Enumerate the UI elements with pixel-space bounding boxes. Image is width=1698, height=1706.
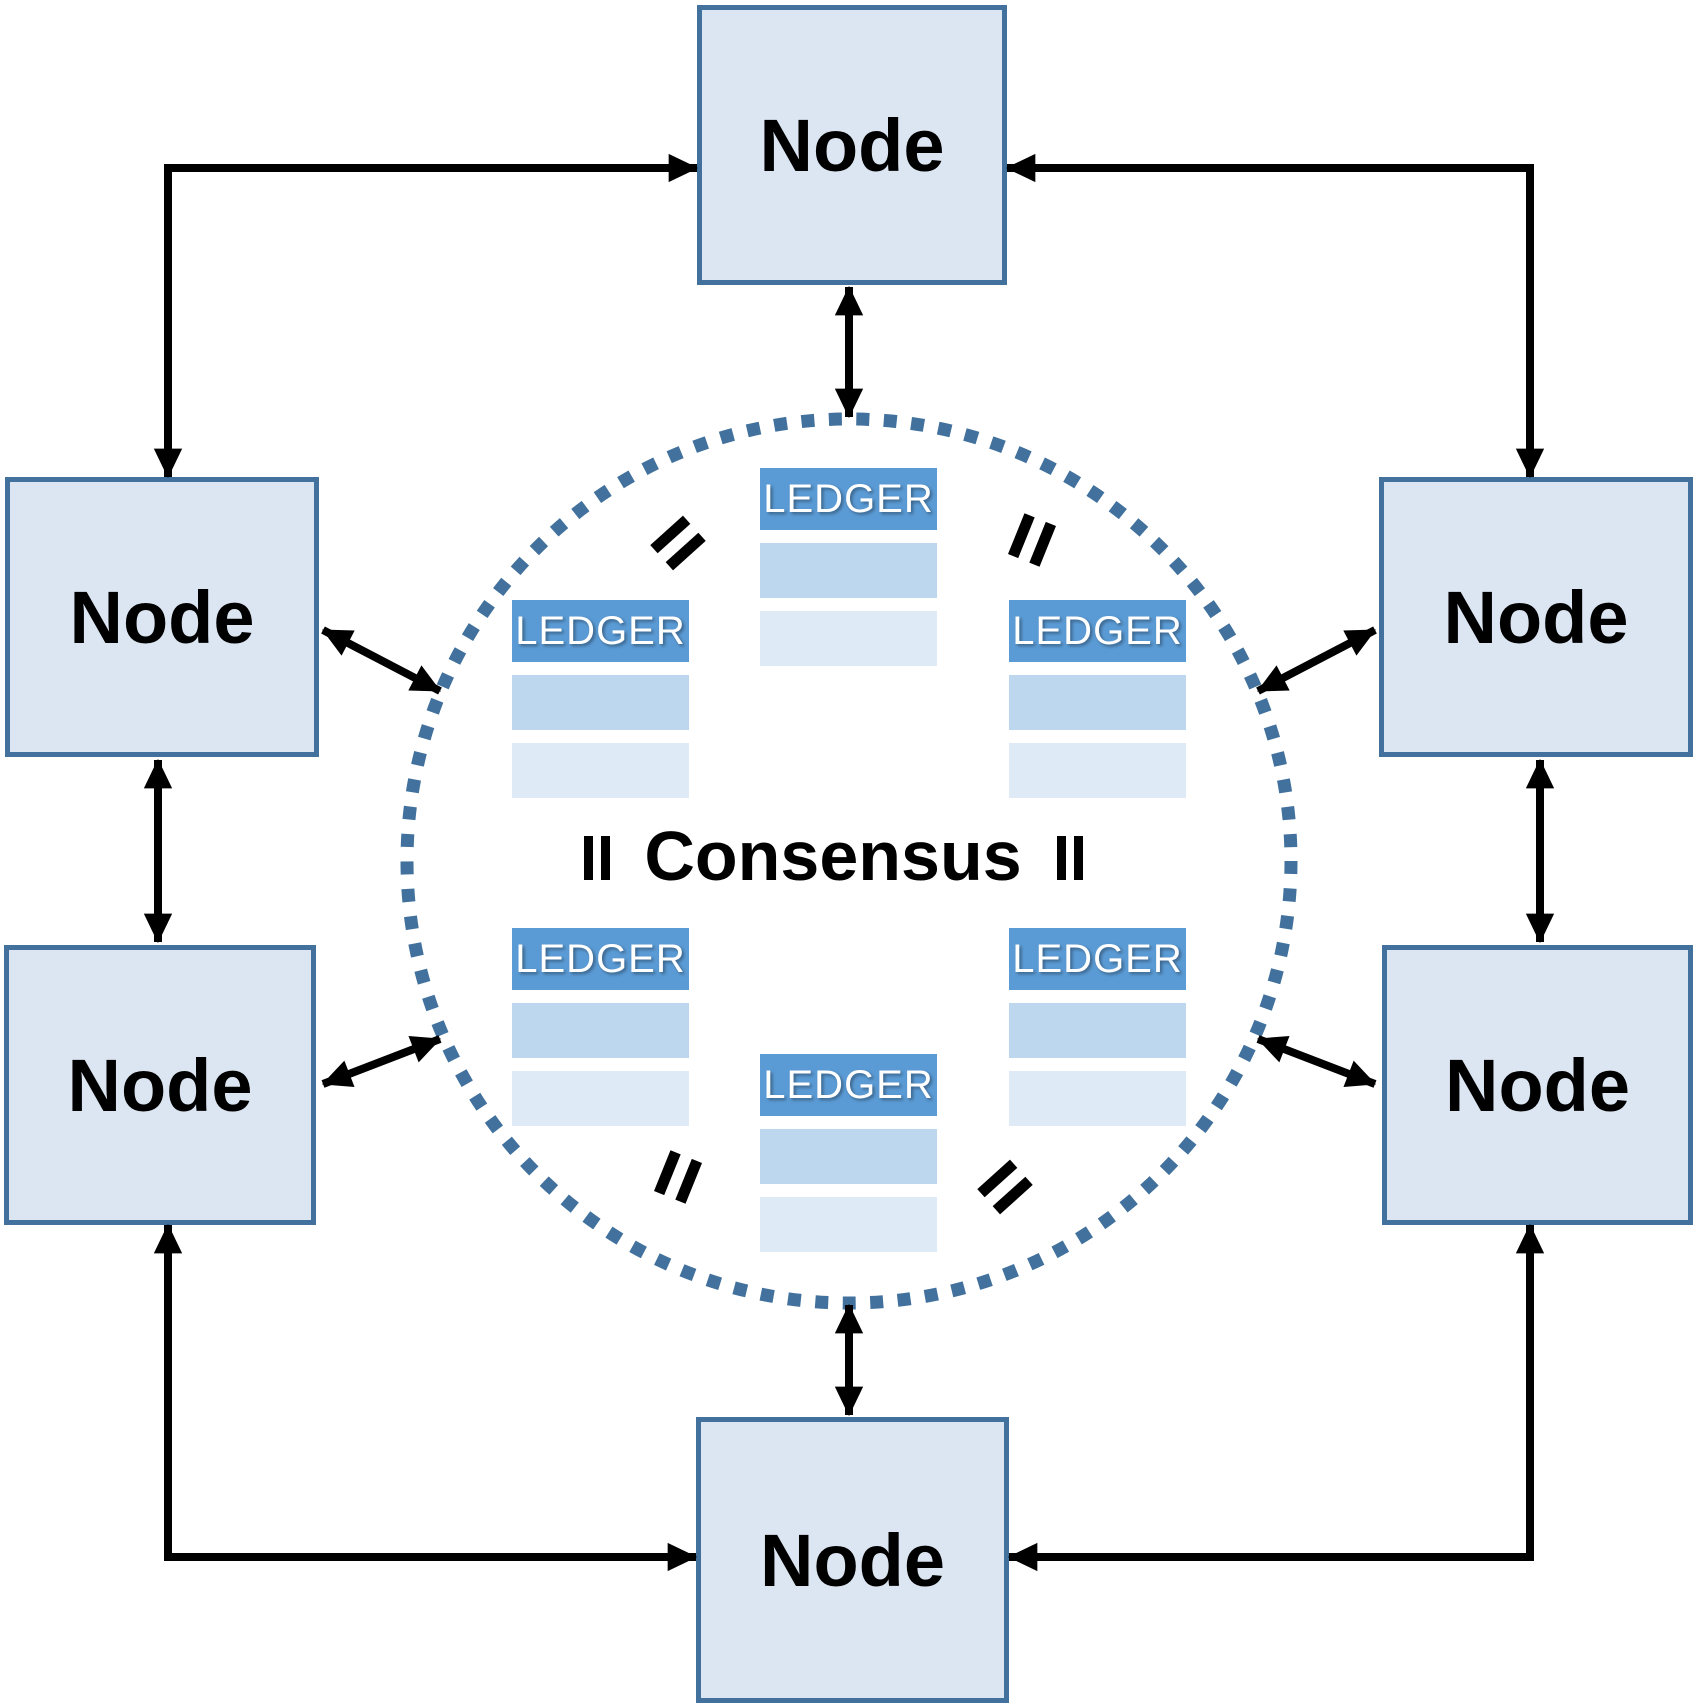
- arrow-right-upper-node-circle: [1256, 626, 1377, 695]
- node-box-right-lower: Node: [1382, 945, 1693, 1225]
- node-label: Node: [67, 1043, 253, 1127]
- equals-icon-bottom-left: [653, 1150, 703, 1204]
- arrow-right-lower-node-circle: [1256, 1035, 1377, 1088]
- ledger-header: LEDGER: [512, 600, 689, 662]
- arrow-top-node-right-upper-node: [1005, 153, 1545, 479]
- node-label: Node: [69, 575, 255, 659]
- ledger-header: LEDGER: [1009, 600, 1186, 662]
- arrow-top-node-left-upper-node: [153, 153, 699, 479]
- node-box-bottom: Node: [696, 1417, 1009, 1703]
- ledger-row: [512, 743, 689, 798]
- arrow-left-upper-node-circle: [321, 626, 442, 695]
- node-label: Node: [1445, 1043, 1630, 1127]
- node-label: Node: [759, 103, 945, 187]
- ledger-table-top-center: LEDGER: [760, 468, 937, 666]
- arrow-left-lower-node-circle: [321, 1035, 442, 1088]
- equals-icon-top-right: [1007, 513, 1057, 567]
- ledger-table-middle-right: LEDGER: [1009, 600, 1186, 798]
- equals-icon-top-left: [650, 515, 706, 571]
- node-box-left-upper: Node: [5, 477, 319, 757]
- node-box-right-upper: Node: [1379, 477, 1693, 757]
- arrow-bottom-node-right-lower-node: [1007, 1223, 1545, 1572]
- ledger-row: [760, 611, 937, 666]
- equals-icon-middle-left: [584, 836, 610, 880]
- ledger-table-lower-right: LEDGER: [1009, 928, 1186, 1126]
- node-label: Node: [1443, 575, 1629, 659]
- ledger-table-lower-left: LEDGER: [512, 928, 689, 1126]
- ledger-table-middle-left: LEDGER: [512, 600, 689, 798]
- node-box-top: Node: [697, 5, 1007, 285]
- node-box-left-lower: Node: [4, 945, 316, 1225]
- ledger-header: LEDGER: [760, 468, 937, 530]
- node-label: Node: [760, 1518, 945, 1602]
- ledger-row: [760, 1197, 937, 1252]
- ledger-row: [1009, 1003, 1186, 1058]
- ledger-row: [1009, 743, 1186, 798]
- ledger-row: [512, 675, 689, 730]
- ledger-header: LEDGER: [512, 928, 689, 990]
- ledger-row: [760, 1129, 937, 1184]
- ledger-row: [1009, 1071, 1186, 1126]
- equals-icon-bottom-right: [977, 1159, 1033, 1215]
- arrow-bottom-node-left-lower-node: [153, 1223, 698, 1572]
- consensus-label: Consensus: [644, 817, 1022, 895]
- ledger-table-bottom-center: LEDGER: [760, 1054, 937, 1252]
- ledger-header: LEDGER: [1009, 928, 1186, 990]
- ledger-row: [512, 1003, 689, 1058]
- ledger-row: [1009, 675, 1186, 730]
- equals-icon-middle-right: [1057, 836, 1083, 880]
- ledger-header: LEDGER: [760, 1054, 937, 1116]
- ledger-row: [760, 543, 937, 598]
- ledger-row: [512, 1071, 689, 1126]
